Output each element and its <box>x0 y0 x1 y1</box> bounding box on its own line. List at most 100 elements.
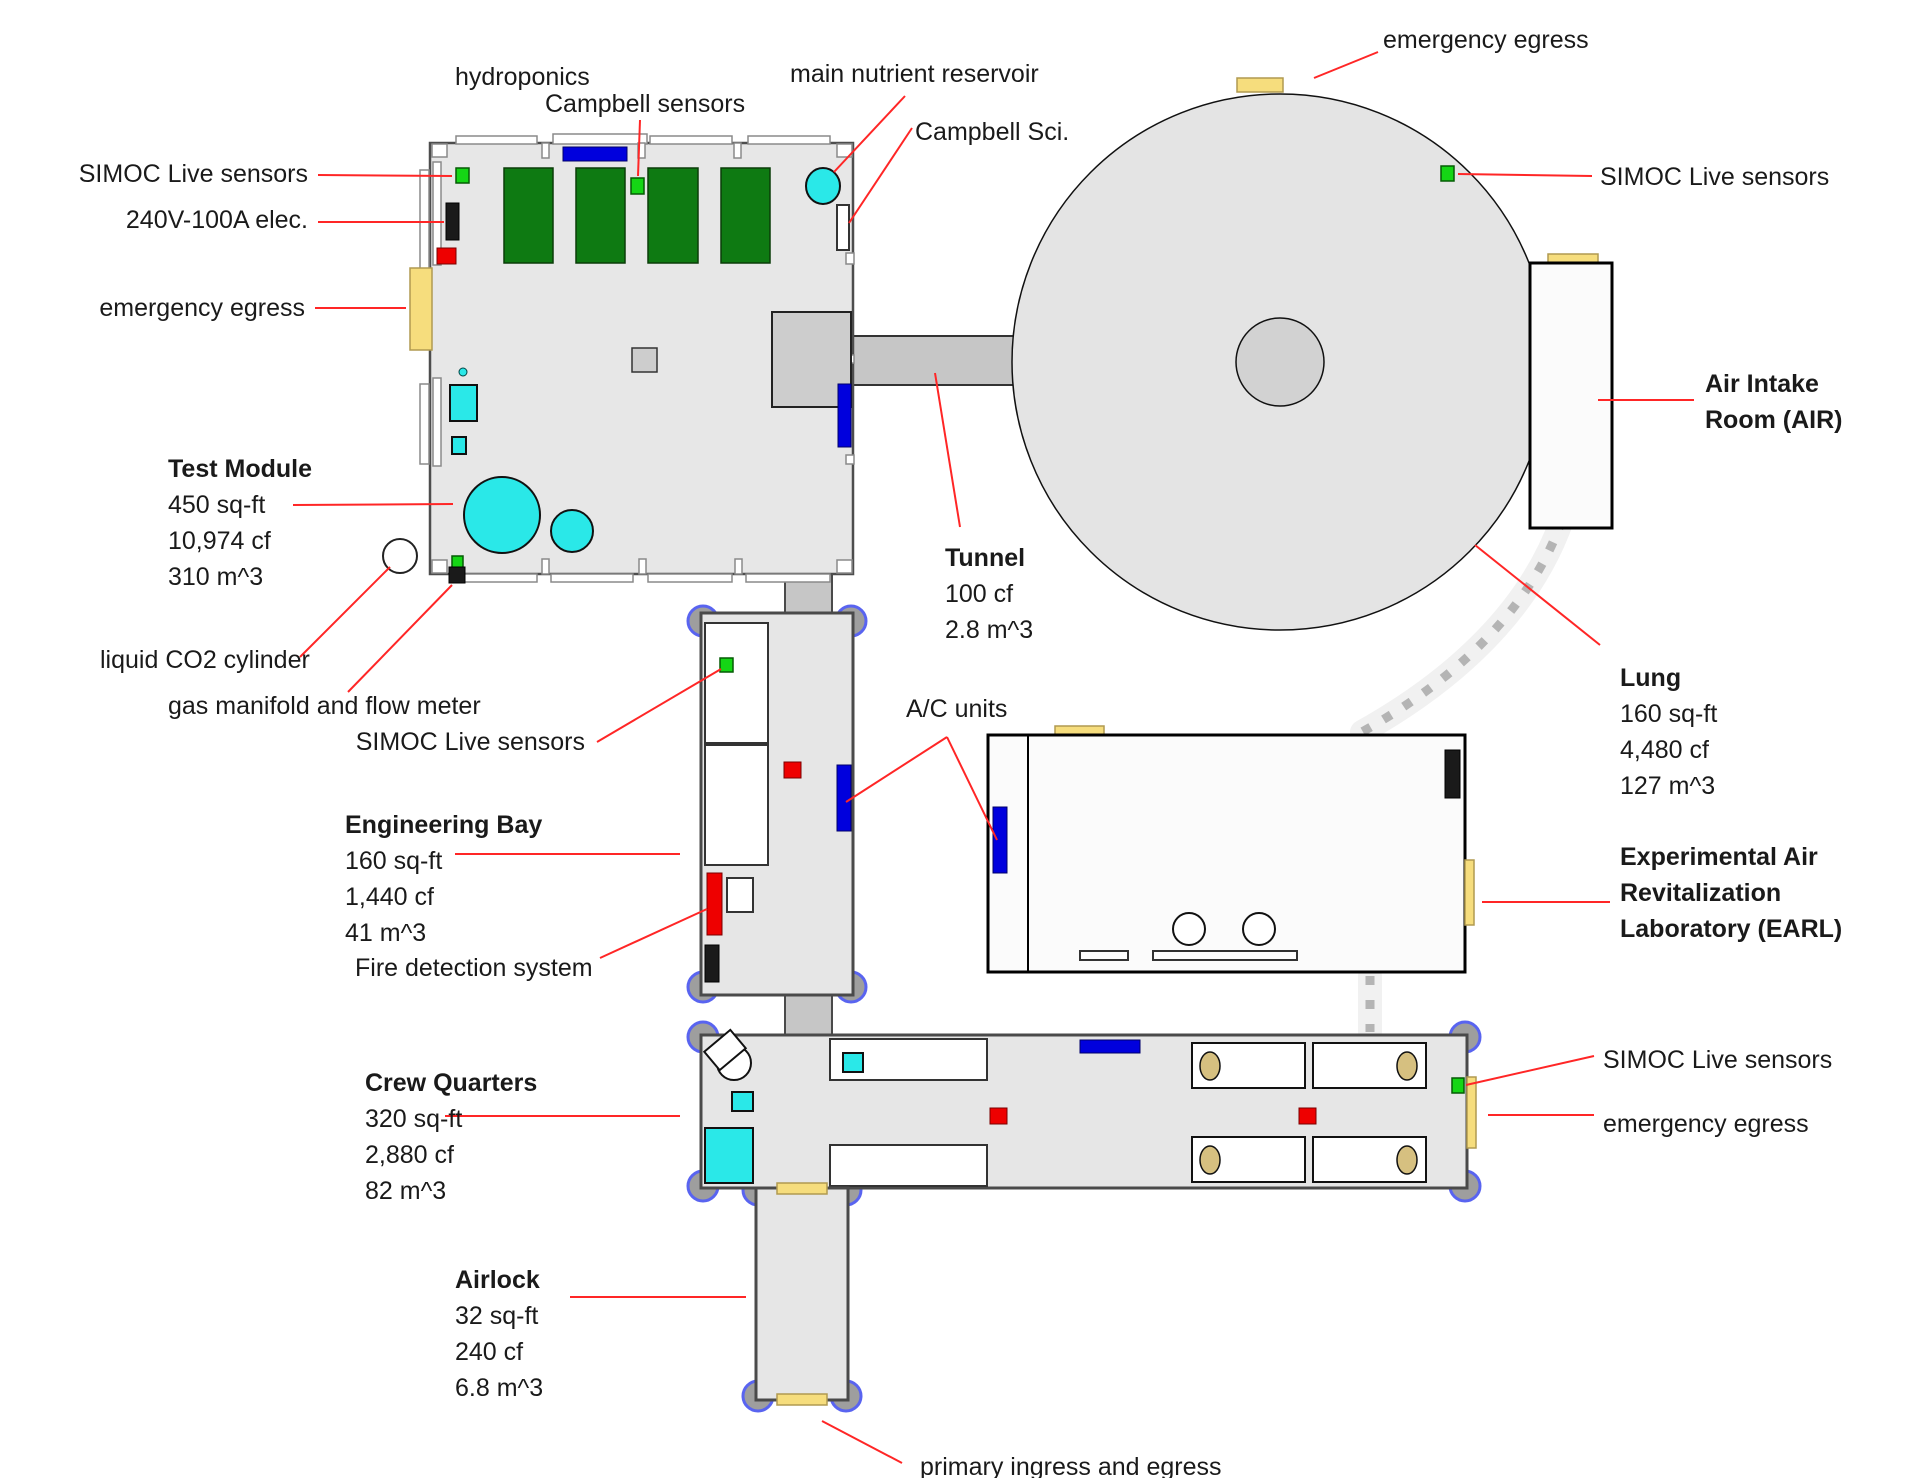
callout-line <box>637 119 641 177</box>
label-crew-name: Crew Quarters <box>365 1069 537 1097</box>
callout-line <box>299 566 391 658</box>
hydroponics-rack <box>647 167 699 264</box>
bench <box>1079 950 1129 961</box>
equipment-blue-rack <box>1079 1039 1141 1054</box>
wall-panel <box>463 573 538 583</box>
callout-line <box>1474 544 1601 646</box>
label-tunnel-cf: 100 cf <box>945 580 1013 608</box>
pillow <box>1396 1145 1418 1175</box>
campbell-sci-logger <box>836 204 850 251</box>
callout-line <box>596 668 722 743</box>
wall-slot <box>845 454 855 465</box>
lung-emergency-egress-door <box>1236 77 1284 93</box>
callout-line <box>833 95 906 173</box>
callout-line <box>946 736 998 841</box>
alarm-box <box>989 1107 1008 1125</box>
simoc-sensor-icon <box>719 657 734 673</box>
wall-panel <box>552 133 648 145</box>
earl <box>986 725 1475 974</box>
labels: hydroponics Campbell sensors main nutrie… <box>79 26 1843 1478</box>
label-earl-line3: Laboratory (EARL) <box>1620 915 1842 943</box>
callout-line <box>347 584 453 693</box>
wall-slot <box>733 142 742 159</box>
lung <box>1011 77 1549 631</box>
label-crew-m3: 82 m^3 <box>365 1177 446 1205</box>
callout-line <box>317 174 453 177</box>
label-fire-detection: Fire detection system <box>355 954 593 982</box>
callout-line <box>1465 1055 1595 1086</box>
callout-line <box>1457 173 1593 177</box>
equipment-blue-rack <box>562 146 628 162</box>
simoc-sensor-icon <box>451 555 464 569</box>
callout-line <box>934 372 961 528</box>
water-port <box>458 367 468 377</box>
label-ac-units: A/C units <box>906 695 1007 723</box>
pillow <box>1396 1051 1418 1081</box>
callout-line <box>292 503 454 506</box>
air-intake-room <box>1528 253 1614 530</box>
label-tunnel-name: Tunnel <box>945 544 1025 572</box>
wall-panel <box>745 573 831 583</box>
toilet-tank <box>702 1028 748 1072</box>
cabinet <box>704 622 769 744</box>
label-airlock-area: 32 sq-ft <box>455 1302 538 1330</box>
label-primary-ingress: primary ingress and egress <box>920 1453 1222 1478</box>
wall-liner <box>432 161 442 266</box>
campbell-sensor-icon <box>630 177 645 195</box>
label-airlock-m3: 6.8 m^3 <box>455 1374 543 1402</box>
lung-center-weight <box>1235 317 1325 407</box>
wall-slot <box>541 558 550 575</box>
label-campbell-sensors: Campbell sensors <box>545 90 745 118</box>
wall-corner <box>431 143 448 158</box>
emergency-egress-door <box>1466 1076 1477 1149</box>
alarm-box <box>436 247 457 265</box>
stool <box>1242 912 1276 946</box>
label-lung-name: Lung <box>1620 664 1681 692</box>
nutrient-reservoir <box>805 167 841 205</box>
label-emergency-egress-cq: emergency egress <box>1603 1110 1809 1138</box>
airlock <box>754 1182 850 1406</box>
label-earl-line1: Experimental Air <box>1620 843 1818 871</box>
wall-slot <box>541 142 550 159</box>
annotation-lines <box>292 51 1694 1464</box>
label-eng-bay-area: 160 sq-ft <box>345 847 442 875</box>
callout-line <box>845 736 948 803</box>
air-room-box <box>1528 261 1614 530</box>
callout-line <box>1313 51 1379 79</box>
equipment-box <box>726 877 754 913</box>
simoc-sensor-icon <box>1451 1077 1465 1094</box>
wall-panel <box>419 383 430 465</box>
ac-unit-icon <box>837 383 852 448</box>
simoc-sensor-icon <box>1440 165 1455 182</box>
pillow <box>1199 1145 1221 1175</box>
label-airlock-name: Airlock <box>455 1266 540 1294</box>
earl-box <box>986 733 1467 974</box>
label-eng-bay-cf: 1,440 cf <box>345 883 434 911</box>
wall-slot <box>734 558 743 575</box>
label-crew-cf: 2,880 cf <box>365 1141 454 1169</box>
label-test-module-area: 450 sq-ft <box>168 491 265 519</box>
wall-panel <box>419 169 430 271</box>
label-emergency-egress-tm: emergency egress <box>99 294 305 322</box>
sink <box>842 1052 864 1073</box>
water-tank-small <box>731 1091 754 1112</box>
electrical-panel <box>445 202 460 241</box>
test-module <box>409 133 855 584</box>
label-liquid-co2: liquid CO2 cylinder <box>100 646 310 674</box>
duct-band-air-to-earl <box>1350 508 1574 744</box>
wall-panel <box>550 573 634 583</box>
wall-corner <box>431 559 448 574</box>
simoc-sensor-icon <box>455 167 470 184</box>
connector-bay-crew <box>784 994 833 1038</box>
label-air-line2: Room (AIR) <box>1705 406 1842 434</box>
gas-manifold-icon <box>448 566 466 584</box>
emergency-egress-door <box>409 267 433 351</box>
wall-panel <box>649 135 733 145</box>
label-elec: 240V-100A elec. <box>126 206 308 234</box>
label-gas-manifold: gas manifold and flow meter <box>168 692 481 720</box>
ac-unit-icon <box>836 764 852 832</box>
label-simoc-sensors-eng: SIMOC Live sensors <box>356 728 585 756</box>
callout-line <box>848 127 913 224</box>
